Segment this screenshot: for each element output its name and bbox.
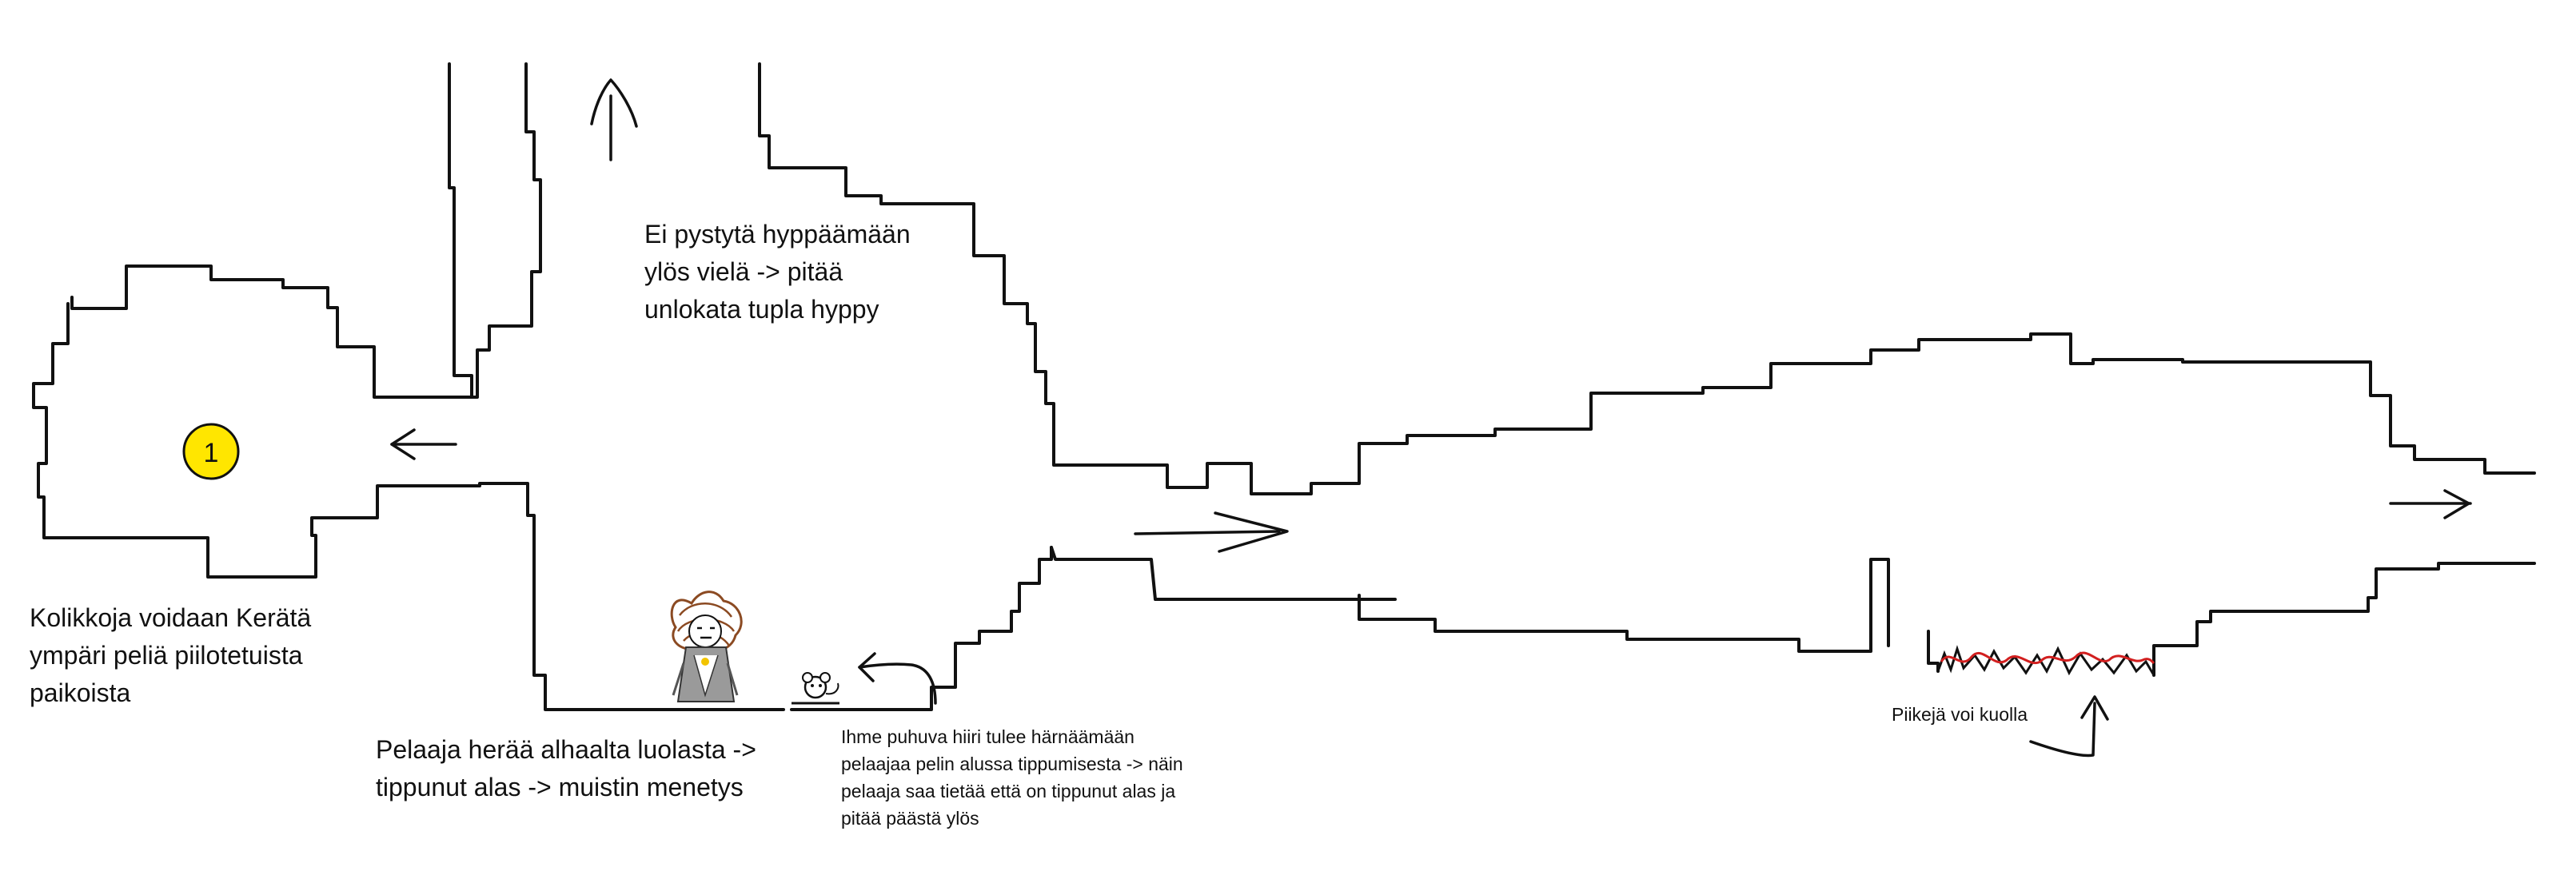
spike-pointer-arrow (2029, 695, 2109, 758)
left-arrow (390, 428, 457, 460)
coin-room-walls (32, 264, 473, 579)
talking-mouse (792, 672, 839, 705)
player-character (670, 591, 743, 702)
double-jump-note: Ei pystytä hyppäämään ylös vielä -> pitä… (644, 220, 911, 324)
coin: 1 (182, 423, 240, 480)
central-cave-walls (448, 62, 2536, 711)
coins-note: Kolikkoja voidaan Kerätä ympäri peliä pi… (30, 603, 312, 707)
right-arrow-exit (2389, 489, 2472, 519)
right-arrow-center (1134, 511, 1289, 553)
wake-up-note: Pelaaja herää alhaalta luolasta -> tippu… (376, 735, 756, 801)
spike-pit (1936, 645, 2155, 676)
coin-label: 1 (204, 438, 219, 468)
spikes-note: Piikejä voi kuolla (1892, 704, 2028, 725)
mouse-note: Ihme puhuva hiiri tulee härnäämään pelaa… (841, 726, 1183, 829)
mouse-pointer-arrow (858, 652, 937, 705)
up-arrow (590, 78, 638, 161)
